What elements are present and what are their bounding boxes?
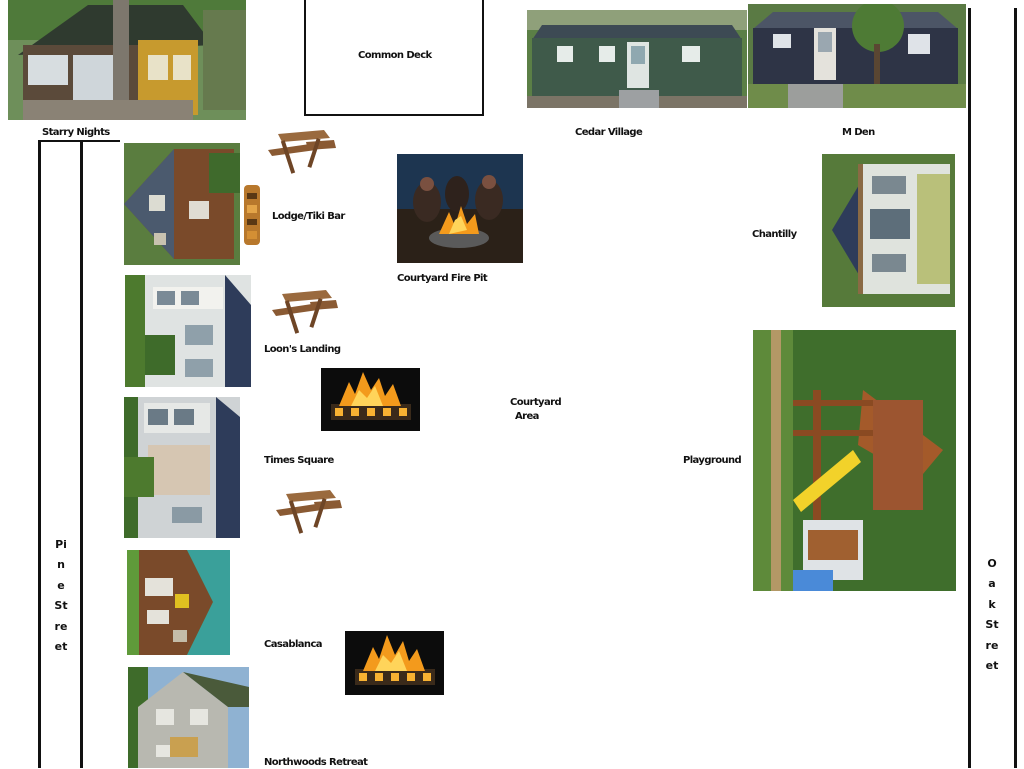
pine-street-road-cap: [38, 140, 120, 142]
courtyard-area-label-line1: Courtyard: [510, 397, 562, 408]
loons-landing-label: Loon's Landing: [264, 344, 341, 355]
picnic-table-icon: [268, 288, 340, 336]
oak-street-road-right: [1014, 8, 1017, 768]
times-square-photo[interactable]: [124, 397, 240, 538]
playground-label: Playground: [683, 455, 742, 466]
fire-pit-icon: [345, 631, 444, 695]
chantilly-label: Chantilly: [752, 229, 797, 240]
courtyard-fire-pit-label: Courtyard Fire Pit: [397, 273, 488, 284]
cedar-village-photo[interactable]: [527, 10, 747, 108]
tiki-torch-icon: [242, 185, 262, 245]
casablanca-photo[interactable]: [127, 550, 230, 655]
chantilly-photo[interactable]: [822, 154, 955, 307]
playground-photo[interactable]: [753, 330, 956, 591]
common-deck-label: Common Deck: [358, 50, 432, 61]
northwoods-retreat-photo[interactable]: [128, 667, 249, 768]
pine-street-road-right: [80, 140, 83, 768]
casablanca-label: Casablanca: [264, 639, 323, 650]
courtyard-fire-pit-photo[interactable]: [397, 154, 523, 263]
times-square-label: Times Square: [264, 455, 334, 466]
picnic-table-icon: [264, 128, 338, 176]
oak-street-label: Oak Street: [985, 557, 999, 673]
cedar-village-label: Cedar Village: [575, 127, 643, 138]
m-den-photo[interactable]: [748, 4, 966, 108]
starry-nights-label: Starry Nights: [42, 127, 110, 138]
lodge-tiki-bar-photo[interactable]: [124, 143, 240, 265]
lodge-label: Lodge/Tiki Bar: [272, 211, 345, 222]
oak-street-road-left: [968, 8, 971, 768]
fire-pit-icon: [321, 368, 420, 431]
pine-street-road-left: [38, 140, 41, 768]
northwoods-retreat-label: Northwoods Retreat: [264, 757, 368, 768]
pine-street-label: Pine Street: [54, 538, 68, 654]
m-den-label: M Den: [842, 127, 875, 138]
courtyard-area-label-line2: Area: [515, 411, 539, 422]
starry-nights-photo[interactable]: [8, 0, 246, 120]
loons-landing-photo[interactable]: [125, 275, 251, 387]
picnic-table-icon: [272, 488, 344, 536]
common-deck-box[interactable]: [304, 0, 484, 116]
